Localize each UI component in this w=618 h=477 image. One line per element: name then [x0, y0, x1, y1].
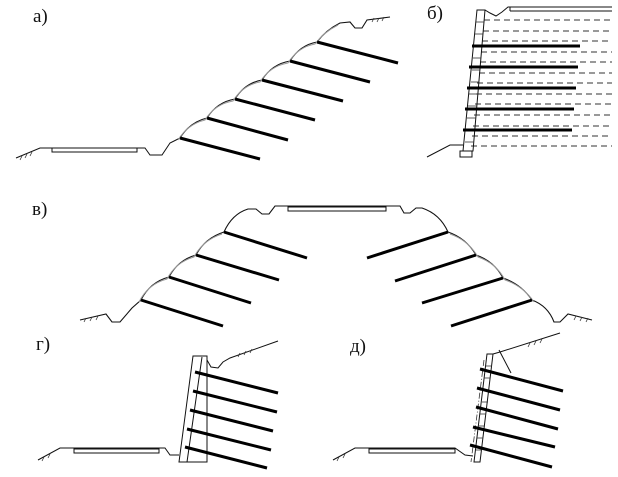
- anchor: [195, 253, 280, 282]
- panel-d-roadway: [368, 448, 456, 454]
- panel-v-roadway: [287, 206, 387, 212]
- panel-b-top-profile: [484, 6, 612, 17]
- anchor: [261, 78, 344, 103]
- panel-b-facing-wall: [462, 9, 486, 152]
- anchor: [475, 405, 559, 431]
- anchor: [469, 443, 553, 469]
- anchor: [194, 370, 279, 395]
- anchor: [421, 276, 504, 305]
- panel-v-embankment-anchored: [79, 205, 593, 328]
- panel-g-roadway: [73, 448, 160, 454]
- panel-b-footing: [459, 150, 473, 158]
- panel-d-anchored-facing: [332, 332, 564, 469]
- anchor: [289, 59, 371, 84]
- panel-b-label: б): [427, 3, 443, 24]
- panel-g-ground-profile: [37, 447, 179, 461]
- panel-a-slope-anchored: [15, 16, 399, 161]
- panel-d-top-ground: [492, 332, 561, 355]
- anchor: [366, 230, 449, 260]
- anchor: [223, 230, 308, 260]
- panel-d-facing-panels: [476, 365, 492, 451]
- panel-g-wall: [178, 355, 208, 463]
- panel-a-ground-hatching: [19, 16, 385, 161]
- panel-a-ground-profile: [15, 137, 181, 159]
- anchor: [206, 116, 289, 142]
- panel-b-reinforced-wall: [426, 6, 612, 158]
- anchor: [189, 408, 274, 433]
- panel-d-label: д): [350, 336, 366, 357]
- anchor: [192, 389, 278, 414]
- anchor: [450, 298, 533, 328]
- anchor: [186, 427, 272, 452]
- panel-g-retaining-wall: [37, 340, 279, 470]
- anchor: [168, 275, 252, 305]
- panel-d-ground-profile: [332, 447, 474, 461]
- panel-b-geogrid-layers: [471, 19, 612, 147]
- panel-v-ground-hatching: [83, 315, 589, 323]
- anchor: [479, 367, 564, 393]
- anchor: [316, 40, 399, 65]
- anchor: [394, 253, 477, 283]
- panel-b-ground: [426, 144, 463, 158]
- panel-a-label: а): [33, 6, 48, 27]
- panel-a-roadway: [51, 147, 138, 153]
- panel-d-facing: [473, 353, 494, 463]
- anchor: [184, 445, 268, 470]
- panel-d-inclined-line: [498, 349, 512, 374]
- anchor: [179, 136, 261, 161]
- panel-v-label: в): [32, 199, 48, 220]
- anchor: [140, 298, 224, 328]
- panel-g-label: г): [36, 334, 51, 355]
- anchor: [472, 425, 556, 449]
- anchor: [234, 97, 316, 122]
- panel-g-top-ground: [206, 340, 279, 369]
- anchor: [476, 386, 561, 412]
